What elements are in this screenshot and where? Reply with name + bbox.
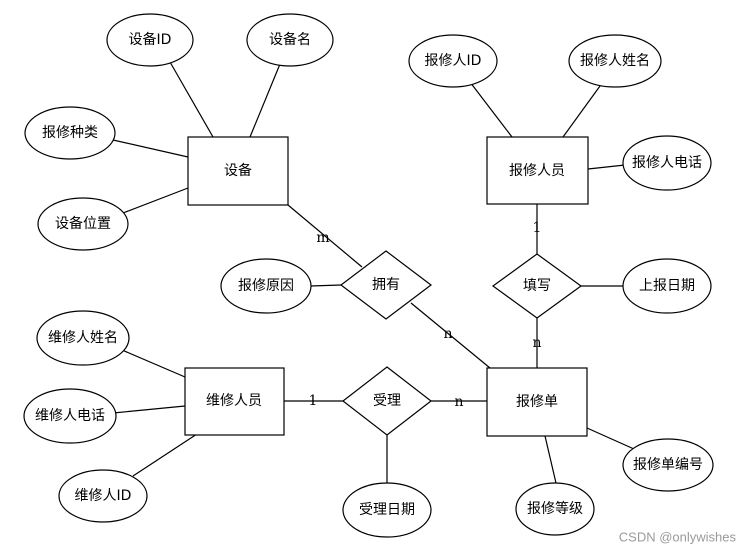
edge-equipment-has xyxy=(287,204,363,268)
entity-equipment-label: 设备 xyxy=(224,162,252,179)
edge-repairer-id xyxy=(132,433,198,477)
attribute-reporter-phone-label: 报修人电话 xyxy=(632,155,702,171)
cardinality-accept-order: n xyxy=(454,394,463,410)
edge-reporter-phone xyxy=(587,164,626,170)
cardinality-equipment-has: m xyxy=(316,230,329,246)
attribute-accept-date-label: 受理日期 xyxy=(359,502,415,518)
attribute-equipment-location: 设备位置 xyxy=(37,197,129,251)
attribute-equipment-id: 设备ID xyxy=(106,13,194,67)
edge-repairer-phone xyxy=(112,405,186,414)
attribute-repair-reason: 报修原因 xyxy=(220,258,312,314)
attribute-repairer-phone-label: 维修人电话 xyxy=(35,408,105,424)
entity-reporter-label: 报修人员 xyxy=(509,163,565,179)
attribute-repair-level-label: 报修等级 xyxy=(527,500,583,517)
entity-repair-order-label: 报修单 xyxy=(516,394,558,410)
relationship-fill: 填写 xyxy=(491,253,583,319)
attributes: 设备ID 设备名 报修种类 设备位置 报修人ID 报修人姓名 报修人电话 报修 xyxy=(23,13,714,538)
edge-reporter-name xyxy=(562,85,601,138)
attribute-reporter-name-label: 报修人姓名 xyxy=(580,53,650,69)
entity-equipment: 设备 xyxy=(187,136,289,206)
attribute-repairer-id-label: 维修人ID xyxy=(75,488,132,504)
entities: 设备 报修人员 维修人员 报修单 xyxy=(184,136,589,437)
cardinality-repairer-accept: 1 xyxy=(309,393,318,409)
edge-equipment-id xyxy=(169,61,214,138)
attribute-repair-reason-label: 报修原因 xyxy=(238,278,294,294)
entity-repairer-label: 维修人员 xyxy=(206,393,262,409)
cardinality-reporter-fill: 1 xyxy=(533,220,542,236)
attribute-equipment-id-label: 设备ID xyxy=(129,31,172,48)
edge-repair-type xyxy=(112,139,189,158)
edge-reporter-id xyxy=(469,81,513,138)
edge-order-number xyxy=(586,427,635,450)
attribute-repairer-phone: 维修人电话 xyxy=(23,388,117,444)
attribute-repair-type-label: 报修种类 xyxy=(42,125,98,141)
connections xyxy=(112,61,635,484)
attribute-order-number-label: 报修单编号 xyxy=(633,457,703,473)
edge-equipment-name xyxy=(249,63,281,138)
watermark: CSDN @onlywishes xyxy=(619,530,737,545)
entity-repairer: 维修人员 xyxy=(184,367,285,436)
relationship-fill-label: 填写 xyxy=(523,278,551,294)
relationship-has: 拥有 xyxy=(340,250,432,320)
edge-has-order xyxy=(410,302,491,369)
edge-repair-level xyxy=(544,435,557,484)
attribute-order-number: 报修单编号 xyxy=(622,438,714,492)
attribute-reporter-id-label: 报修人ID xyxy=(425,53,482,69)
attribute-report-date-label: 上报日期 xyxy=(639,278,695,294)
attribute-repair-level: 报修等级 xyxy=(515,482,595,536)
attribute-equipment-name: 设备名 xyxy=(246,13,334,67)
edge-repair-reason xyxy=(309,284,342,287)
attribute-equipment-location-label: 设备位置 xyxy=(55,215,111,232)
attribute-report-date: 上报日期 xyxy=(622,258,712,314)
attribute-equipment-name-label: 设备名 xyxy=(269,31,311,48)
attribute-repairer-name: 维修人姓名 xyxy=(36,310,130,366)
relationship-has-label: 拥有 xyxy=(372,277,400,293)
entity-reporter: 报修人员 xyxy=(486,136,589,205)
relationship-accept-label: 受理 xyxy=(373,393,401,409)
edge-equipment-location xyxy=(122,187,189,214)
cardinality-has-order: n xyxy=(443,326,452,342)
relationship-accept: 受理 xyxy=(342,366,432,436)
relationships: 拥有 填写 受理 xyxy=(340,250,583,436)
attribute-reporter-name: 报修人姓名 xyxy=(568,34,662,88)
attribute-repair-type: 报修种类 xyxy=(24,106,116,160)
attribute-repairer-id: 维修人ID xyxy=(58,469,148,523)
attribute-accept-date: 受理日期 xyxy=(342,482,432,538)
cardinality-fill-order: n xyxy=(532,335,541,351)
entity-repair-order: 报修单 xyxy=(486,367,588,437)
attribute-repairer-name-label: 维修人姓名 xyxy=(48,330,118,346)
cardinalities: m n 1 n 1 n xyxy=(309,220,542,410)
attribute-reporter-id: 报修人ID xyxy=(408,34,498,88)
edge-repairer-name xyxy=(121,349,186,378)
attribute-reporter-phone: 报修人电话 xyxy=(622,135,712,191)
